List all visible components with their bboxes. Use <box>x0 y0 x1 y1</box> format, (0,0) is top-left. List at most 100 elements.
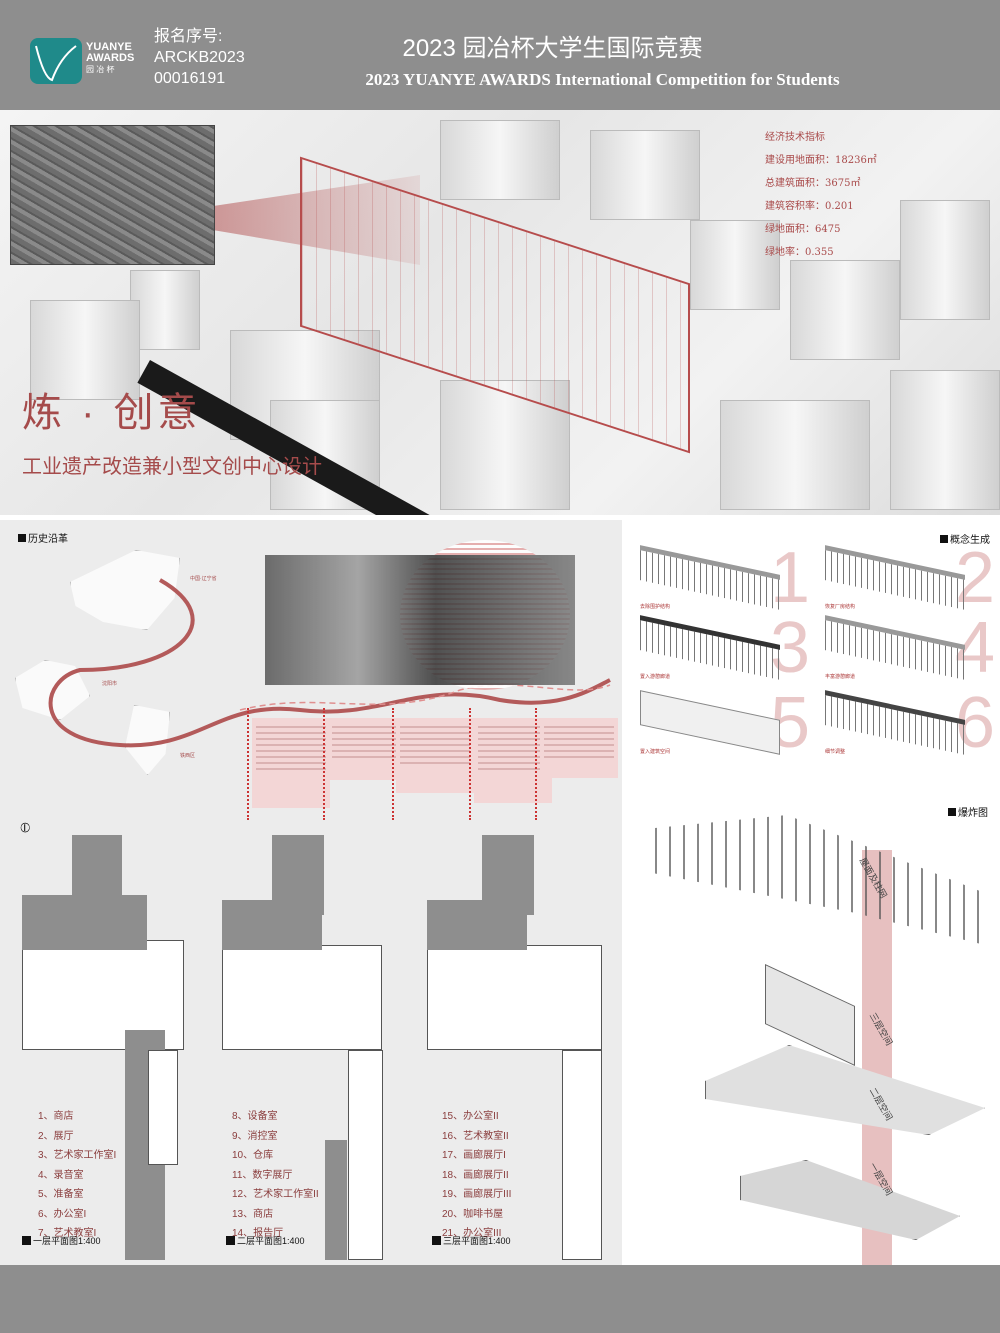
step-diagram <box>825 690 965 755</box>
timeline-marker <box>535 708 537 820</box>
step-label: 恢复厂房结构 <box>825 604 856 610</box>
plan-legend-2: 8、设备室 9、消控室 10、仓库 11、数字展厅 12、艺术家工作室II 13… <box>232 1107 319 1244</box>
building-block <box>890 370 1000 510</box>
logo-swoosh-icon <box>35 45 77 82</box>
plan-legend-3: 15、办公室II 16、艺术教室II 17、画廊展厅I 18、画廊展厅II 19… <box>442 1107 511 1244</box>
plan-title-text: 二层平面图1:400 <box>237 1236 305 1246</box>
legend-item: 10、仓库 <box>232 1150 274 1161</box>
legend-item: 8、设备室 <box>232 1111 278 1122</box>
indicator-item: 建筑容积率：0.201 <box>765 201 854 212</box>
timeline-marker <box>247 708 249 820</box>
plan-title-2: 二层平面图1:400 <box>226 1234 305 1247</box>
step-diagram <box>640 690 780 755</box>
timeline-card <box>396 718 474 793</box>
legend-item: 11、数字展厅 <box>232 1169 293 1181</box>
plan-title-3: 三层平面图1:400 <box>432 1234 511 1247</box>
building-block <box>590 130 700 220</box>
legend-item: 9、消控室 <box>232 1130 278 1142</box>
competition-title-en: 2023 YUANYE AWARDS International Competi… <box>365 70 840 89</box>
plan-room <box>148 1050 178 1165</box>
plan-title-1: 一层平面图1:400 <box>22 1234 101 1247</box>
step-label: 去除围护结构 <box>640 604 671 610</box>
legend-item: 20、咖啡书屋 <box>442 1208 504 1220</box>
history-route-line <box>48 578 611 748</box>
legend-item: 15、办公室II <box>442 1111 499 1122</box>
explosion-heading-text: 爆炸图 <box>958 808 988 819</box>
legend-item: 1、商店 <box>38 1111 74 1122</box>
step-label: 丰富游憩廊道 <box>825 674 856 680</box>
plan-shaded-area <box>482 835 534 915</box>
timeline-card <box>328 718 406 780</box>
registration-number: 00016191 <box>154 70 226 87</box>
step-diagram <box>825 615 965 680</box>
yuanye-logo <box>30 38 82 84</box>
indicator-item: 绿地面积：6475 <box>765 224 841 235</box>
timeline-marker <box>392 708 394 820</box>
floor-plan-3 <box>427 945 602 1050</box>
building-block <box>440 120 560 200</box>
timeline-card <box>252 718 330 808</box>
building-block <box>690 220 780 310</box>
plan-title-text: 三层平面图1:400 <box>443 1236 511 1246</box>
competition-title-cn: 2023 园冶杯大学生国际竞赛 <box>402 35 703 62</box>
legend-item: 16、艺术教室II <box>442 1130 509 1142</box>
project-subtitle: 工业遗产改造兼小型文创中心设计 <box>22 456 322 478</box>
building-block <box>790 260 900 360</box>
industrial-photo-collage <box>265 555 575 685</box>
legend-item: 12、艺术家工作室II <box>232 1189 319 1200</box>
legend-item: 6、办公室I <box>38 1208 87 1220</box>
map-label: 中国·辽宁省 <box>190 576 217 582</box>
indicator-item: 总建筑面积：3675㎡ <box>765 178 861 189</box>
header-bar: YUANYE AWARDS 园 冶 杯 报名序号: ARCKB2023 0001… <box>0 0 1000 110</box>
legend-item: 13、商店 <box>232 1208 274 1220</box>
explosion-heading: 爆炸图 <box>948 804 988 819</box>
plan-shaded-area <box>72 835 122 915</box>
legend-item: 4、录音室 <box>38 1169 84 1181</box>
north-arrow-icon: ⦶ <box>20 820 31 836</box>
map-label: 沈阳市 <box>102 681 118 687</box>
legend-item: 3、艺术家工作室I <box>38 1150 117 1161</box>
concept-heading-text: 概念生成 <box>950 535 990 546</box>
project-title: 炼 · 创意 <box>22 391 202 435</box>
legend-item: 18、画廊展厅II <box>442 1169 509 1181</box>
building-block <box>30 300 140 400</box>
logo-line2: AWARDS <box>86 52 135 64</box>
logo-line1: YUANYE <box>86 41 132 53</box>
timeline-card <box>474 718 552 803</box>
indicator-item: 建设用地面积：18236㎡ <box>765 155 877 166</box>
economic-indicators: 经济技术指标 建设用地面积：18236㎡ 总建筑面积：3675㎡ 建筑容积率：0… <box>765 126 877 264</box>
site-location-map <box>10 125 215 265</box>
registration-info: 报名序号: ARCKB2023 00016191 <box>154 26 245 89</box>
timeline-card <box>540 718 618 778</box>
indicators-heading: 经济技术指标 <box>765 132 825 143</box>
plan-room <box>562 1050 602 1260</box>
footer-bar <box>0 1265 1000 1333</box>
building-block <box>900 200 990 320</box>
building-block <box>440 380 570 510</box>
timeline-marker <box>469 708 471 820</box>
legend-item: 19、画廊展厅III <box>442 1189 512 1200</box>
timeline-marker <box>323 708 325 820</box>
concept-heading: 概念生成 <box>940 531 990 546</box>
step-label: 置入建筑空间 <box>640 749 671 755</box>
legend-item: 5、准备室 <box>38 1189 84 1200</box>
legend-item: 17、画廊展厅I <box>442 1150 506 1161</box>
logo-text: YUANYE AWARDS 园 冶 杯 <box>86 42 134 75</box>
hero-axonometric: 经济技术指标 建设用地面积：18236㎡ 总建筑面积：3675㎡ 建筑容积率：0… <box>0 110 1000 515</box>
registration-label: 报名序号: <box>154 28 223 45</box>
legend-item: 14、报告厅 <box>232 1228 284 1239</box>
step-label: 置入游憩廊道 <box>640 674 671 680</box>
map-label: 铁西区 <box>180 753 196 759</box>
history-heading: 历史沿革 <box>18 530 68 545</box>
step-diagram <box>825 545 965 610</box>
floor-plan-2 <box>222 945 382 1050</box>
legend-item: 7、艺术教室I <box>38 1228 97 1239</box>
plan-room <box>348 1050 383 1260</box>
step-label: 细节调整 <box>825 749 846 755</box>
step-diagram <box>640 545 780 610</box>
registration-code: ARCKB2023 <box>154 49 245 66</box>
